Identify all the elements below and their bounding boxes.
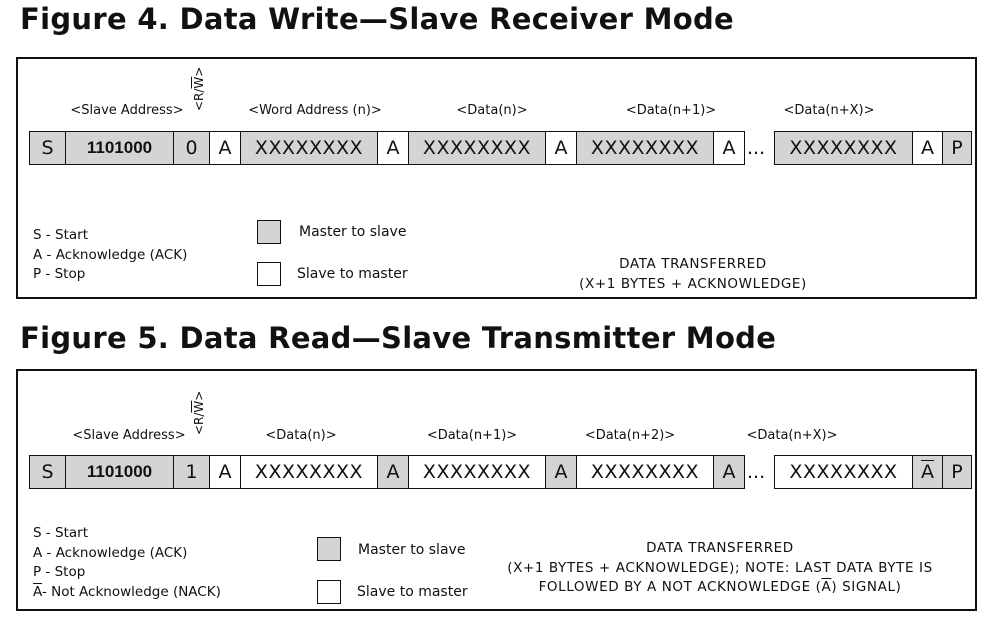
legend-start: S - Start xyxy=(33,525,89,541)
label-data-n: <Data(n)> xyxy=(456,103,528,118)
master-to-slave-swatch xyxy=(317,537,341,561)
master-to-slave-swatch xyxy=(257,220,281,244)
legend-ack: A - Acknowledge (ACK) xyxy=(33,246,188,263)
slave-address-cell: 1101000 xyxy=(65,455,174,489)
ellipsis: ... xyxy=(747,137,766,159)
rw-bit-cell: 0 xyxy=(173,131,210,165)
start-cell: S xyxy=(29,455,66,489)
label-data-n1: <Data(n+1)> xyxy=(625,103,717,118)
rw-label: <R/W> xyxy=(192,390,206,435)
word-address-cell: XXXXXXXX xyxy=(240,131,378,165)
legend-stop: P - Stop xyxy=(33,564,86,580)
figure-4-title: Figure 4. Data Write—Slave Receiver Mode xyxy=(20,2,734,36)
legend-ack: A - Acknowledge (ACK) xyxy=(33,544,188,561)
ack-cell: A xyxy=(209,455,241,489)
ack-cell: A xyxy=(377,455,409,489)
data-byte-cell: XXXXXXXX xyxy=(576,455,714,489)
slave-address-cell: 1101000 xyxy=(65,131,174,165)
master-to-slave-label: Master to slave xyxy=(299,224,407,240)
data-transferred-caption: DATA TRANSFERRED (X+1 BYTES + ACKNOWLEDG… xyxy=(507,540,933,595)
label-slave-address: <Slave Address> xyxy=(70,103,184,118)
ack-cell: A xyxy=(545,455,577,489)
label-data-n2: <Data(n+2)> xyxy=(584,428,676,443)
legend-nack: A- Not Acknowledge (NACK) xyxy=(33,583,221,600)
ack-cell: A xyxy=(912,131,943,165)
master-to-slave-label: Master to slave xyxy=(358,542,466,558)
ack-cell: A xyxy=(713,455,745,489)
slave-to-master-label: Slave to master xyxy=(357,584,468,600)
data-byte-cell: XXXXXXXX xyxy=(576,131,714,165)
stop-cell: P xyxy=(942,131,972,165)
figure-5-title: Figure 5. Data Read—Slave Transmitter Mo… xyxy=(20,321,777,355)
stop-cell: P xyxy=(942,455,972,489)
data-byte-cell: XXXXXXXX xyxy=(240,455,378,489)
data-byte-cell: XXXXXXXX xyxy=(774,455,913,489)
data-byte-cell: XXXXXXXX xyxy=(408,131,546,165)
data-transferred-caption: DATA TRANSFERRED (X+1 BYTES + ACKNOWLEDG… xyxy=(579,256,807,292)
data-byte-cell: XXXXXXXX xyxy=(408,455,546,489)
slave-to-master-swatch xyxy=(317,580,341,604)
figure-5-panel: <R/W> <Slave Address> <Data(n)> <Data(n+… xyxy=(16,369,977,611)
ellipsis: ... xyxy=(747,461,766,483)
legend: S - Start A - Acknowledge (ACK) P - Stop… xyxy=(33,524,221,602)
slave-to-master-swatch xyxy=(257,262,281,286)
legend-stop: P - Stop xyxy=(33,266,86,282)
data-byte-cell: XXXXXXXX xyxy=(774,131,913,165)
ack-cell: A xyxy=(377,131,409,165)
legend-start: S - Start xyxy=(33,227,89,243)
figure-4-panel: <R/W> <Slave Address> <Word Address (n)>… xyxy=(16,57,977,299)
label-data-n1: <Data(n+1)> xyxy=(426,428,518,443)
start-cell: S xyxy=(29,131,66,165)
ack-cell: A xyxy=(545,131,577,165)
slave-to-master-label: Slave to master xyxy=(297,266,408,282)
label-data-nx: <Data(n+X)> xyxy=(746,428,838,443)
ack-cell: A xyxy=(713,131,745,165)
legend: S - Start A - Acknowledge (ACK) P - Stop xyxy=(33,226,187,285)
ack-cell: A xyxy=(209,131,241,165)
label-data-nx: <Data(n+X)> xyxy=(783,103,875,118)
rw-bit-cell: 1 xyxy=(173,455,210,489)
label-slave-address: <Slave Address> xyxy=(72,428,186,443)
rw-label: <R/W> xyxy=(192,66,206,111)
nack-cell: A xyxy=(912,455,943,489)
label-data-n: <Data(n)> xyxy=(265,428,337,443)
label-word-address: <Word Address (n)> xyxy=(248,103,382,118)
